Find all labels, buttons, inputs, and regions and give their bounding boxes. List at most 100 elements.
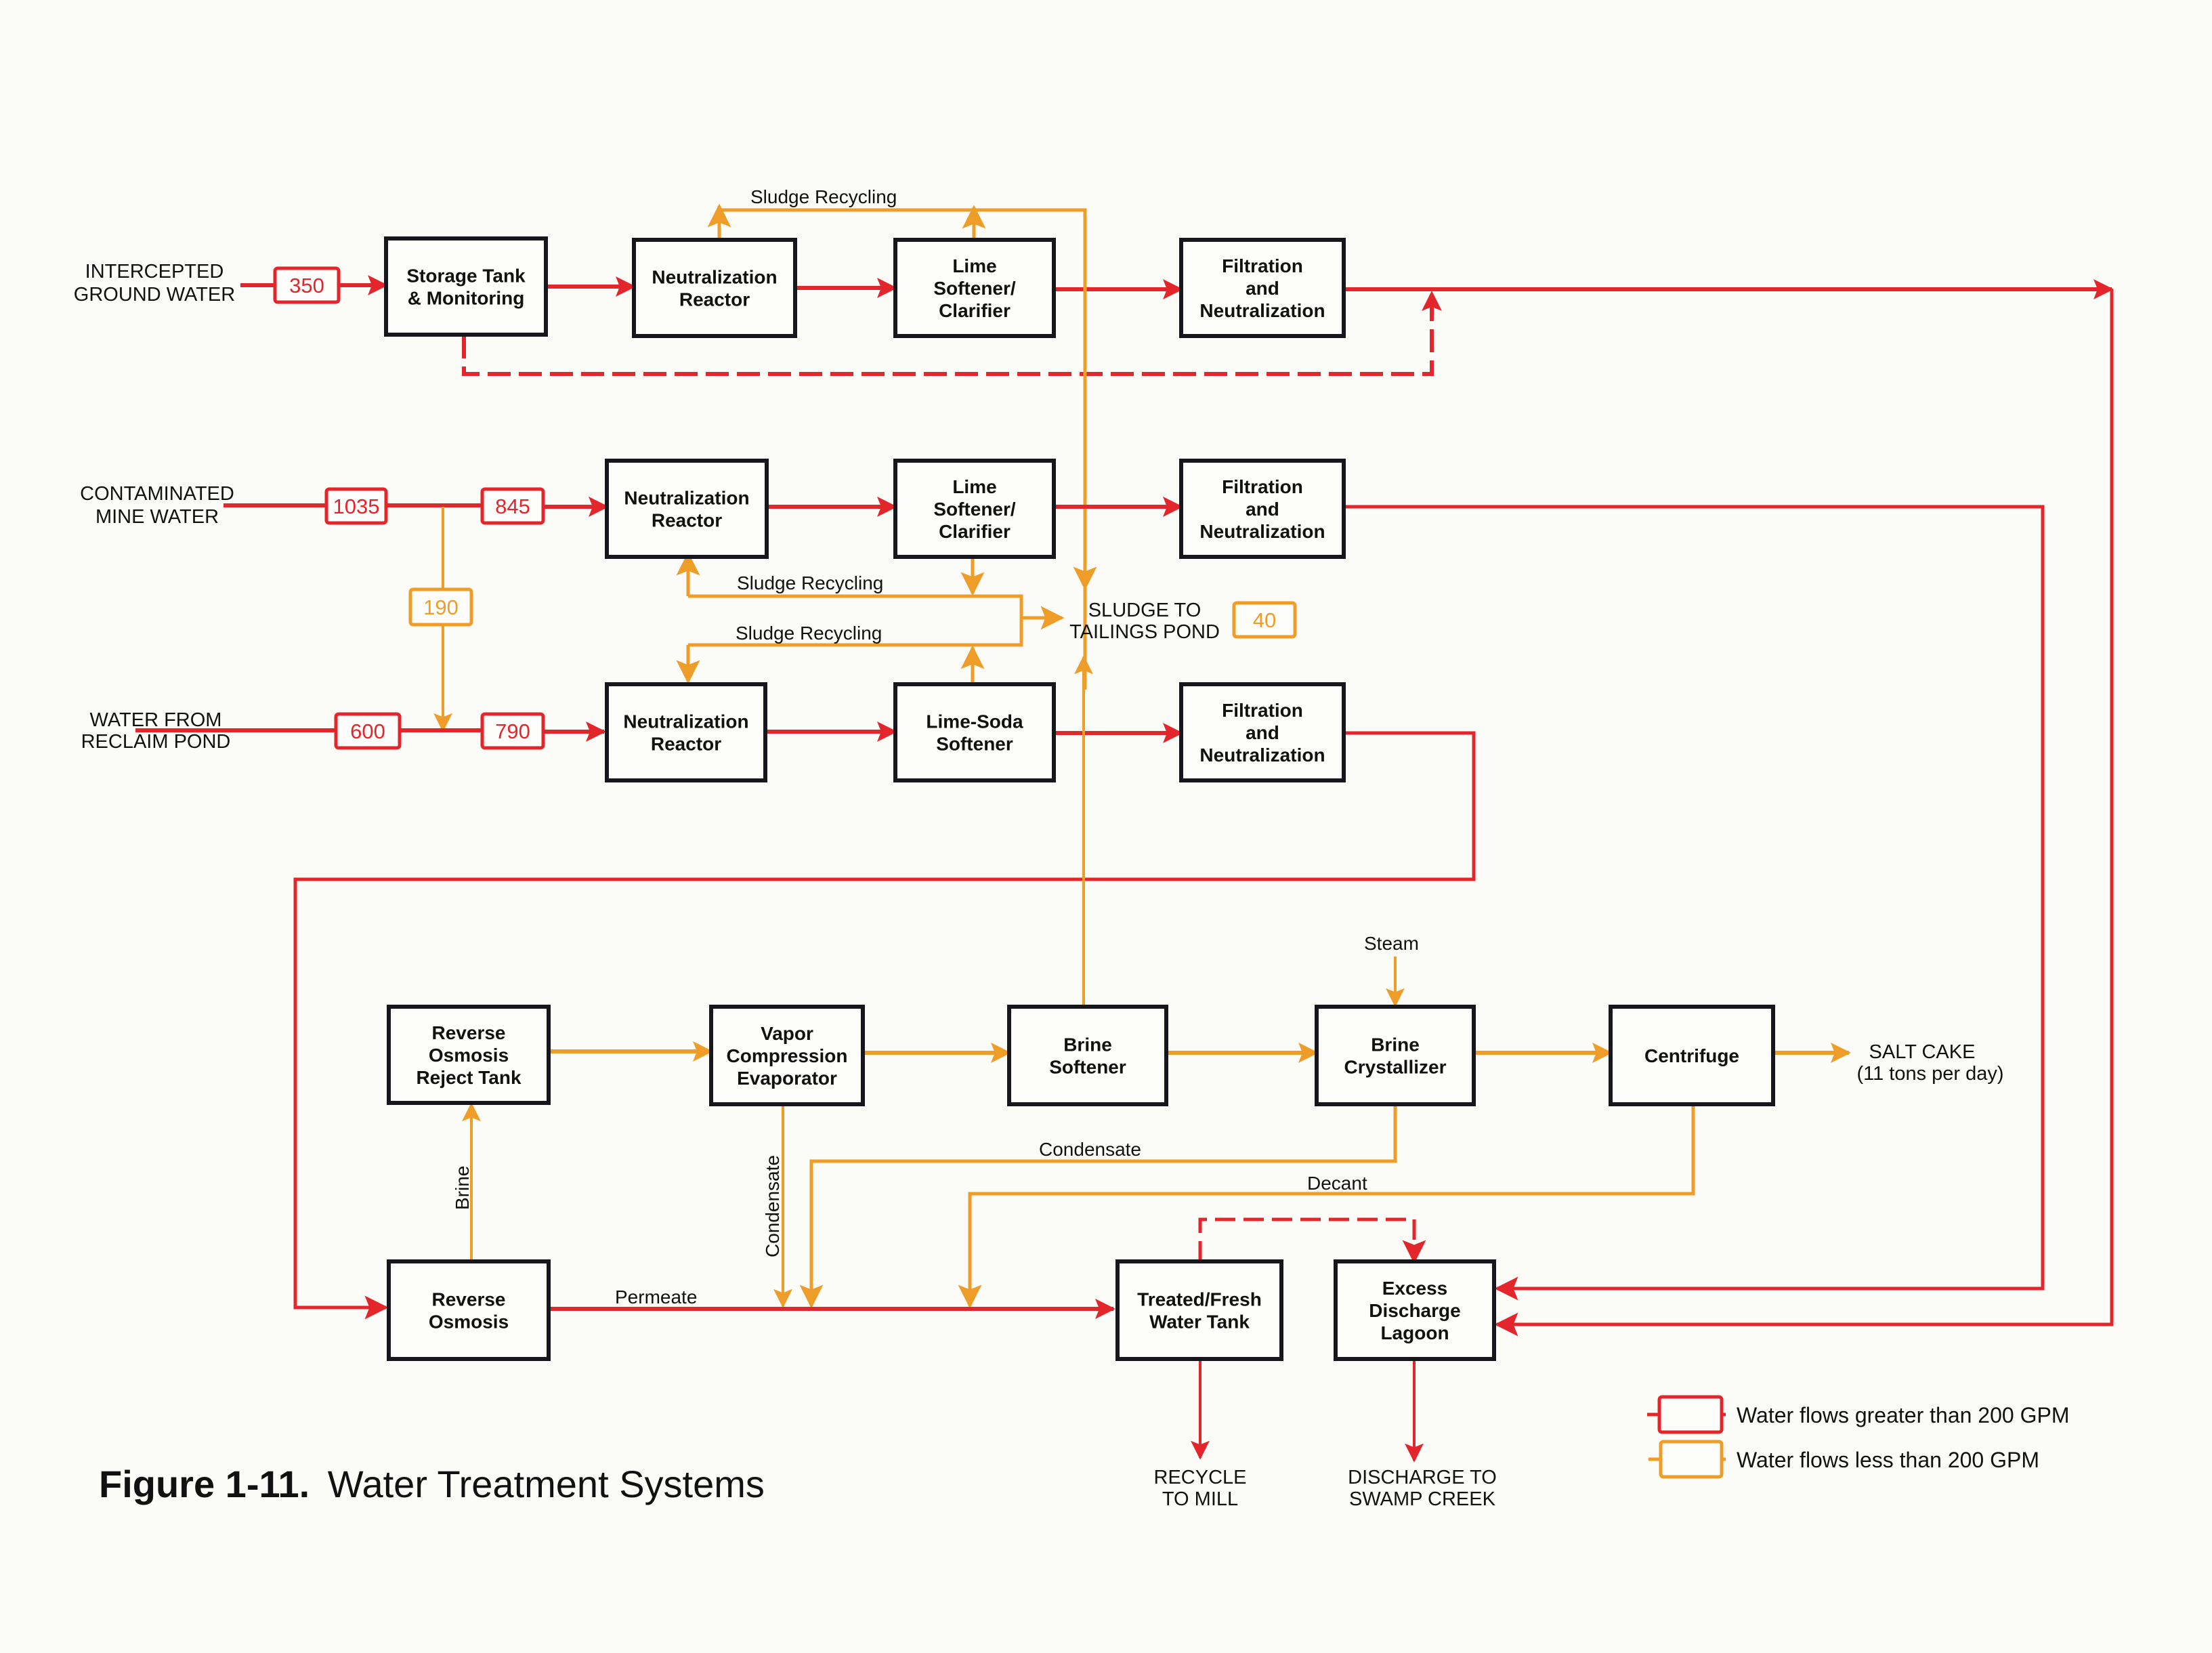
label-brine: Brine (452, 1166, 473, 1210)
node-label-line: Lime (952, 255, 996, 276)
source-mine-line2: MINE WATER (95, 506, 219, 528)
label-condensate-horizontal: Condensate (1039, 1139, 1141, 1160)
legend: Water flows greater than 200 GPM Water f… (1647, 1395, 2069, 1479)
flow-condensate-horizontal (799, 1104, 1397, 1309)
node-label-line: Lagoon (1380, 1322, 1449, 1343)
node-label-line: Centrifuge (1644, 1045, 1739, 1066)
node-label-line: Discharge (1369, 1300, 1460, 1321)
node-box (1007, 1005, 1168, 1106)
node-label-line: Filtration (1222, 700, 1303, 721)
node-box (1179, 238, 1346, 338)
output-recycle-line2: TO MILL (1162, 1488, 1238, 1510)
flow-badges: 350 1035 845 190 600 790 40 (273, 266, 1297, 750)
svg-text:40: 40 (1253, 608, 1276, 632)
node-label-line: Neutralization (624, 488, 749, 509)
node-box (893, 682, 1056, 782)
node-box (1315, 1005, 1476, 1106)
legend-item-low: Water flows less than 200 GPM (1649, 1440, 2039, 1479)
label-sludge-recycling-low: Sludge Recycling (736, 623, 882, 644)
output-salt-cake-line2: (11 tons per day) (1856, 1063, 2003, 1085)
flow-filtration-3-to-ro (293, 731, 1476, 1320)
nodes: Storage Tank& MonitoringNeutralizationRe… (384, 236, 1775, 1361)
badge-600: 600 (334, 712, 402, 750)
node-label-line: Filtration (1222, 255, 1303, 276)
legend-swatch-high (1657, 1395, 1724, 1434)
node-label-line: Softener/ (933, 499, 1016, 520)
badge-1035: 1035 (324, 487, 388, 525)
node-box (1334, 1259, 1496, 1361)
badge-845: 845 (480, 487, 545, 525)
node-label-line: and (1246, 278, 1279, 299)
node-label-line: Neutralization (623, 711, 748, 732)
flow-decant (958, 1104, 1695, 1309)
legend-swatch-low (1659, 1440, 1724, 1479)
flow-storage-bypass-dashed (462, 291, 1442, 376)
legend-label-low: Water flows less than 200 GPM (1737, 1448, 2039, 1472)
label-sludge-recycling-mid: Sludge Recycling (737, 572, 883, 593)
node-box (893, 459, 1056, 559)
node-label-line: Clarifier (939, 300, 1011, 321)
node-label-line: Neutralization (1199, 300, 1325, 321)
node-box (709, 1005, 865, 1106)
node-label-line: Softener (1049, 1057, 1126, 1078)
badge-190: 190 (408, 587, 473, 627)
node-box (387, 1259, 551, 1361)
node-label-line: & Monitoring (408, 288, 525, 309)
node-label-line: Compression (727, 1045, 848, 1066)
node-label-line: Neutralization (1199, 745, 1325, 766)
node-label-line: Reactor (652, 510, 722, 531)
node-label-line: Brine (1063, 1034, 1112, 1055)
node-label-line: Lime-Soda (926, 711, 1023, 732)
output-discharge-line1: DISCHARGE TO (1348, 1467, 1497, 1488)
label-condensate-vertical: Condensate (762, 1155, 783, 1257)
node-label-line: Neutralization (652, 267, 777, 288)
source-mine-line1: CONTAMINATED (80, 483, 234, 505)
node-label-line: Filtration (1222, 476, 1303, 497)
node-box (893, 238, 1056, 338)
caption-title: Water Treatment Systems (328, 1463, 765, 1505)
node-box (1609, 1005, 1775, 1106)
source-reclaim-line1: WATER FROM (90, 709, 222, 731)
node-centrifuge: Centrifuge (1609, 1005, 1775, 1106)
node-label-line: Softener/ (933, 278, 1016, 299)
node-label-line: Lime (952, 476, 996, 497)
node-label-line: Neutralization (1199, 521, 1325, 542)
flow-row1-down-right (1494, 289, 2114, 1337)
label-decant: Decant (1307, 1173, 1367, 1194)
legend-label-high: Water flows greater than 200 GPM (1737, 1403, 2069, 1427)
label-sludge-recycling-top: Sludge Recycling (750, 186, 897, 207)
svg-text:600: 600 (350, 719, 385, 743)
node-label-line: Excess (1382, 1278, 1448, 1299)
node-box (605, 459, 769, 559)
node-label-line: and (1246, 499, 1279, 520)
node-label-line: Vapor (761, 1023, 813, 1044)
output-recycle-line1: RECYCLE (1154, 1467, 1247, 1488)
node-label-line: Reactor (651, 734, 721, 755)
node-label-line: Treated/Fresh (1137, 1289, 1262, 1310)
caption-number: Figure 1-11. (99, 1463, 310, 1505)
svg-text:190: 190 (423, 595, 459, 619)
node-label-line: and (1246, 722, 1279, 743)
badge-790: 790 (480, 712, 545, 750)
node-storage-tank: Storage Tank& Monitoring (384, 236, 548, 337)
node-label-line: Softener (936, 734, 1013, 755)
figure-caption: Figure 1-11. Water Treatment Systems (99, 1463, 765, 1505)
legend-item-high: Water flows greater than 200 GPM (1647, 1395, 2069, 1434)
svg-text:350: 350 (289, 274, 324, 297)
svg-text:1035: 1035 (333, 495, 380, 518)
node-label-line: Reverse (432, 1289, 506, 1310)
node-box (605, 682, 767, 782)
node-label-line: Reject Tank (416, 1067, 522, 1088)
